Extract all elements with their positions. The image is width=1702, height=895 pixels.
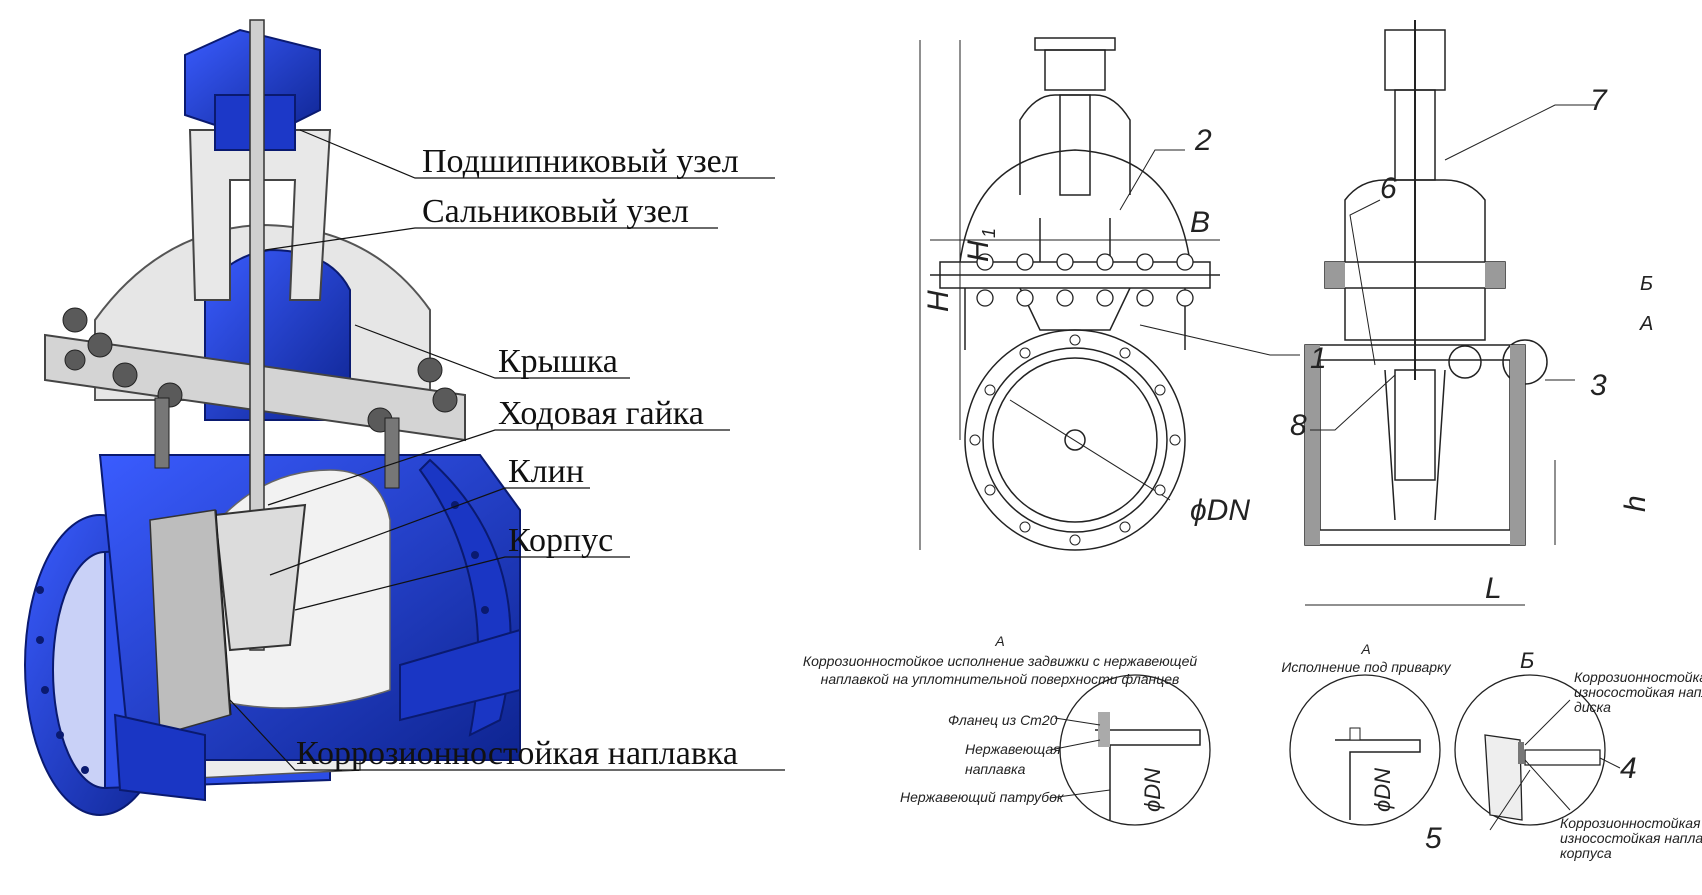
detail-B-disc-2: износостойкая наплавка: [1574, 684, 1702, 700]
pos-7: 7: [1590, 84, 1608, 117]
pos-5: 5: [1425, 822, 1442, 855]
flange-holes: [969, 334, 1181, 546]
pos-3: 3: [1590, 369, 1607, 402]
detail-B-body-3: корпуса: [1560, 845, 1612, 861]
callout-cover: Крышка: [498, 343, 618, 380]
dimension-labels: H H 1 B ϕDN L h: [922, 206, 1652, 605]
dim-L: L: [1485, 572, 1502, 605]
detail-A1-overlay-1: Нержавеющая: [965, 741, 1061, 757]
callout-bearing-unit: Подшипниковый узел: [422, 143, 739, 180]
detail-A1-letter: А: [994, 633, 1004, 649]
detail-B-disc-3: диска: [1574, 699, 1611, 715]
cutaway-valve-illustration: [24, 19, 521, 816]
detail-A1-title-1: Коррозионностойкое исполнение задвижки с…: [803, 653, 1198, 669]
detail-A2-title: Исполнение под приварку: [1281, 659, 1451, 675]
pos-6: 6: [1380, 172, 1397, 205]
dim-H1: H: [962, 240, 995, 262]
dim-h: h: [1619, 495, 1652, 512]
detail-A1-pipe: Нержавеющий патрубок: [900, 789, 1065, 805]
detail-B-disc-1: Коррозионностойкая: [1574, 669, 1702, 685]
detail-B-body-1: Коррозионностойкая: [1560, 815, 1701, 831]
pos-1: 1: [1310, 342, 1327, 375]
detail-A1-overlay-2: наплавка: [965, 761, 1026, 777]
callout-corrosion-overlay: Коррозионностойкая наплавка: [296, 735, 738, 772]
pos-4: 4: [1620, 752, 1637, 785]
detail-A2-letter: А: [1360, 641, 1370, 657]
dim-H: H: [922, 290, 955, 312]
detail-A1-flange: Фланец из Ст20: [948, 712, 1058, 728]
callout-wedge: Клин: [508, 453, 584, 490]
side-hatching: [1305, 262, 1525, 545]
detail-A-flanged: ϕDN А Коррозионностойкое исполнение задв…: [803, 633, 1211, 826]
marker-A: А: [1639, 313, 1653, 335]
pos-8: 8: [1290, 409, 1307, 442]
marker-B: Б: [1640, 273, 1653, 295]
position-numbers: 1 2 3 4 5 6 7 8 Б А: [1194, 84, 1653, 855]
front-view-drawing: [919, 37, 1220, 551]
callout-running-nut: Ходовая гайка: [498, 395, 704, 432]
dim-DN: ϕDN: [1190, 494, 1250, 527]
detail-B-body-2: износостойкая наплавка: [1560, 830, 1702, 846]
detail-B-letter: Б: [1520, 648, 1534, 673]
callout-body: Корпус: [508, 522, 613, 559]
pos-2: 2: [1194, 124, 1212, 157]
detail-A2-DN: ϕDN: [1370, 768, 1395, 812]
detail-A1-DN: ϕDN: [1140, 768, 1165, 812]
callout-labels: Подшипниковый узел Сальниковый узел Крыш…: [296, 143, 739, 772]
dim-B: B: [1190, 206, 1210, 239]
callout-leaders: [229, 129, 785, 771]
dim-H1-sub: 1: [979, 228, 999, 238]
detail-A1-title-2: наплавкой на уплотнительной поверхности …: [821, 671, 1180, 687]
position-leaders: [1119, 104, 1595, 431]
detail-A-welded: ϕDN А Исполнение под приварку: [1281, 641, 1452, 826]
detail-B: Б Коррозионностойкая износостойкая напла…: [1454, 648, 1702, 861]
front-bolts: [976, 253, 1194, 307]
callout-gland-unit: Сальниковый узел: [422, 193, 689, 230]
